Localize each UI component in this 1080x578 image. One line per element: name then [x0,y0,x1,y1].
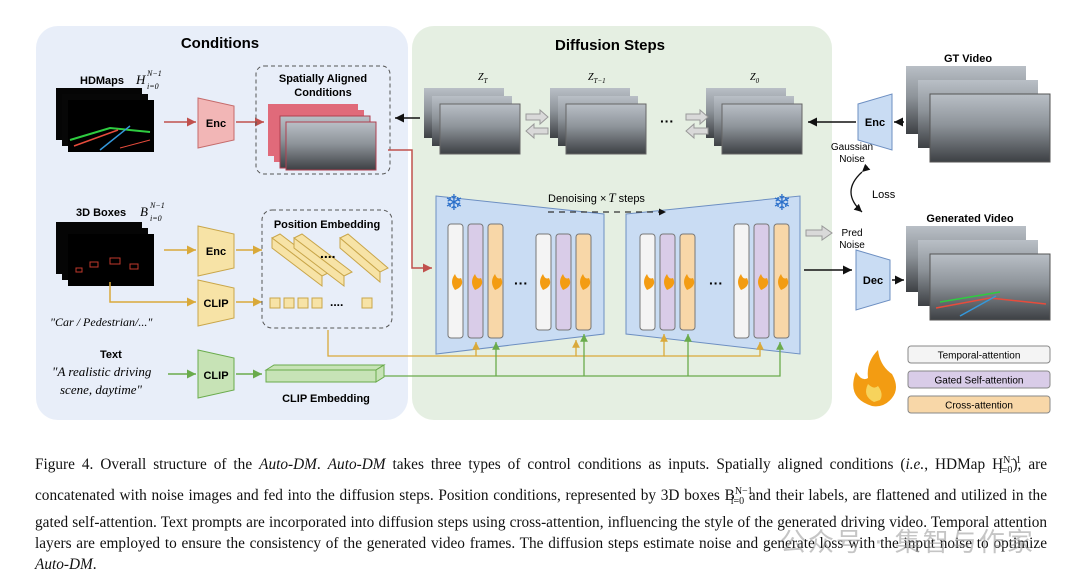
hdmap-encoder [197,97,235,149]
watermark: 公众号 · 集智与作家 [780,528,1035,558]
video-decoder [855,249,891,311]
caption-text: i.e. [905,456,925,474]
boxes-encoder-label: Enc [206,246,226,258]
z0-label: Z0 [750,72,760,85]
caption-text: takes three types of control conditions … [392,456,906,474]
label-clip-text: CLIP [203,298,228,310]
z0-frames [706,88,803,155]
caption-sup: N−1 [1003,455,1022,466]
encoder-dots: ··· [514,275,528,291]
spatial-label-1: Spatially Aligned [279,73,367,85]
boxes-label: 3D Boxes [76,207,126,219]
text-prompt-2: scene, daytime" [60,382,143,397]
spatial-stack [268,104,377,171]
legend-fire-icon [853,350,896,407]
gt-encoder-label: Enc [865,117,885,129]
legend-swatch [907,370,1051,389]
text-clip [197,349,235,399]
caption-model-name: Auto-DM [35,556,93,574]
caption-model-name: Auto-DM [259,456,317,474]
caption-sub: i=0 [730,496,745,508]
steps-dots: ··· [660,113,674,129]
snowflake-icon: ❄ [773,191,791,216]
hdmaps-symbol: H [135,72,146,87]
hdmap-images [56,88,154,152]
hdmaps-sub: i=0 [147,82,159,91]
label-clip [197,279,235,327]
text-prompt-1: "A realistic driving [52,364,152,379]
position-dots: .... [320,245,336,261]
zt1-label: ZT−1 [588,72,606,85]
hdmaps-label: HDMaps [80,75,124,87]
gt-video-label: GT Video [944,53,992,65]
caption-text: . [92,556,97,574]
text-clip-label: CLIP [203,370,228,382]
zt1-frames [550,88,647,155]
clip-embedding-label: CLIP Embedding [282,393,370,405]
figure-caption: Figure 4. Overall structure of the Auto-… [35,450,1047,575]
generated-video-frames [906,226,1051,321]
diffusion-title: Diffusion Steps [555,37,665,54]
snowflake-icon: ❄ [445,191,463,216]
pred-noise-1: Pred [841,228,862,239]
decoder-dots: ··· [709,275,723,291]
legend-swatch [907,345,1051,364]
legend-label: Temporal-attention [938,351,1021,362]
boxes-sup: N−1 [149,201,165,210]
text-label: Text [100,349,122,361]
caption-text: Overall structure of the [100,456,253,474]
position-embedding-label: Position Embedding [274,219,380,231]
caption-text: , HDMap H [924,456,1004,474]
boxes-symbol: B [140,204,148,219]
generated-video-label: Generated Video [926,213,1013,225]
label-dots: .... [330,295,343,309]
legend-label: Gated Self-attention [935,376,1024,387]
gt-encoder [857,93,893,151]
legend-swatch [907,395,1051,414]
boxes-images [56,222,154,286]
spatial-label-2: Conditions [294,87,351,99]
clip-embedding-bar [264,364,386,383]
spatial-conditions-box [255,65,391,175]
hdmaps-sup: N−1 [146,69,162,78]
zt-label: ZT [478,72,489,85]
boxes-encoder [197,225,235,277]
fire-icon [452,274,789,290]
zt-frames [424,88,521,155]
caption-sub: i=0 [999,465,1013,477]
architecture-diagram: Conditions Diffusion Steps HDMaps H N−1 … [36,26,1051,420]
legend-label: Cross-attention [945,401,1013,412]
caption-text: and their labels, are flattened and util… [35,487,1047,553]
caption-model-name: Auto-DM [327,456,386,474]
step-arrows [525,108,709,140]
gt-video-frames [906,66,1051,163]
pred-noise-2: Noise [839,240,865,251]
gaussian-noise-2: Noise [839,154,865,165]
video-decoder-label: Dec [863,275,883,287]
hdmap-encoder-label: Enc [206,118,226,130]
loss-label: Loss [872,189,896,201]
label-embedding-cubes [269,297,373,309]
car-prompt: "Car / Pedestrian/..." [50,315,153,329]
gaussian-noise-1: Gaussian [831,142,873,153]
caption-text: . [316,456,328,474]
caption-figure-number: Figure 4. [35,456,94,474]
caption-text: ), are concatenated with noise images an… [35,456,1048,505]
position-embedding-bars [271,233,389,288]
position-embedding-box [261,209,393,329]
conditions-title: Conditions [181,35,259,52]
boxes-sub: i=0 [150,214,162,223]
loss-arrow [850,163,871,213]
